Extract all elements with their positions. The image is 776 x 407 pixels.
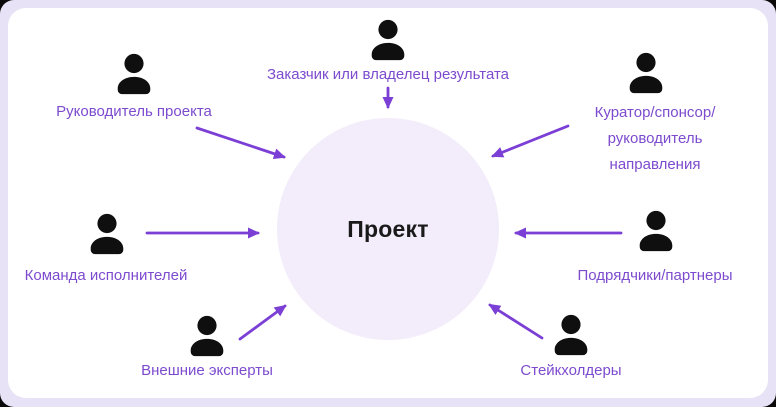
project-circle-label: Проект bbox=[347, 215, 429, 242]
project-circle: Проект bbox=[277, 118, 499, 340]
